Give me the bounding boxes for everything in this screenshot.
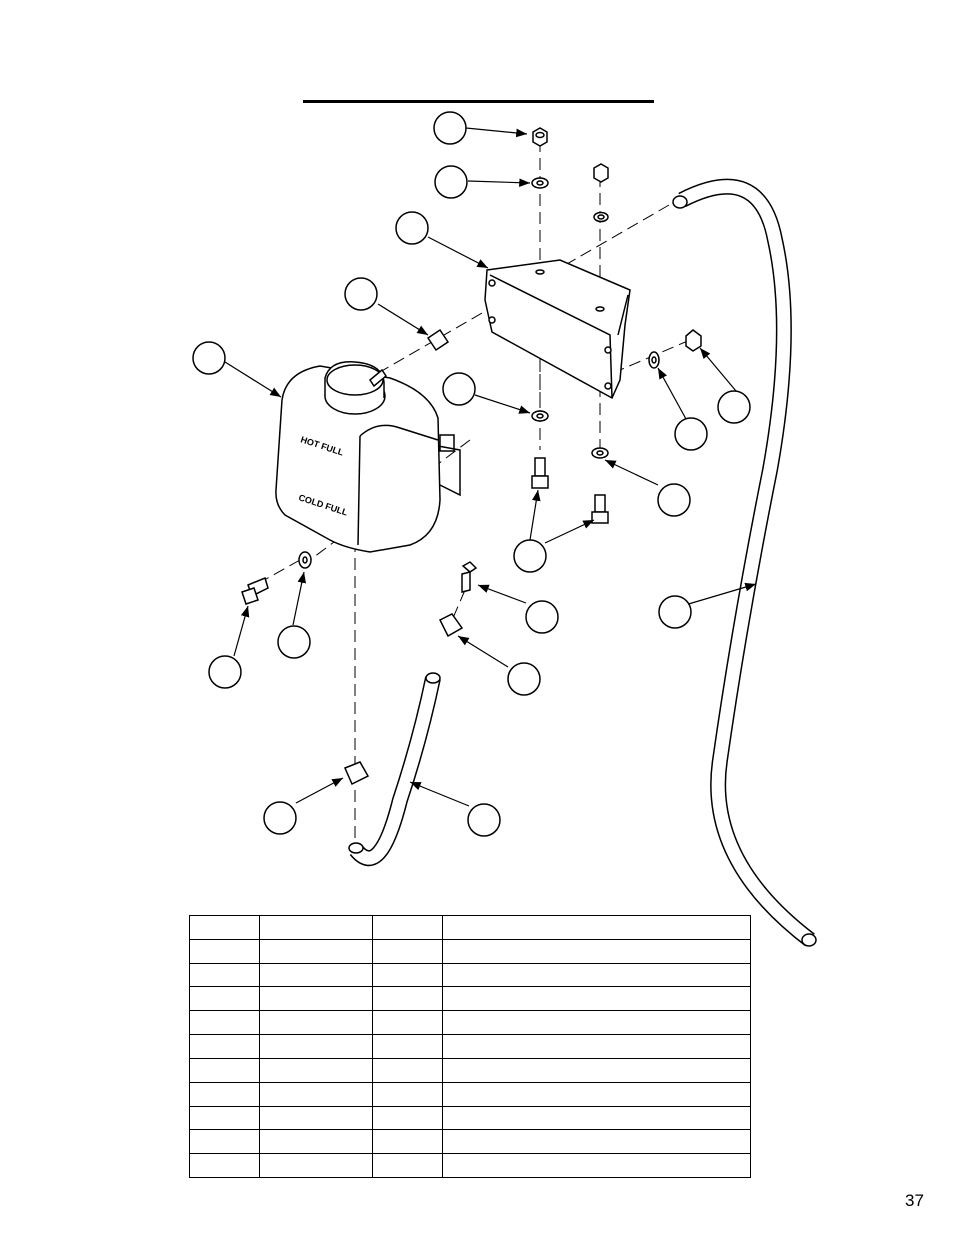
table-cell bbox=[259, 962, 373, 988]
parts-list-table bbox=[189, 915, 751, 1178]
table-cell bbox=[372, 938, 443, 964]
table-cell bbox=[372, 1129, 443, 1155]
callout-balloon bbox=[657, 483, 691, 517]
callout-balloon bbox=[344, 277, 378, 311]
hardware bbox=[241, 127, 702, 786]
callout-balloon bbox=[263, 801, 297, 835]
page-number: 37 bbox=[905, 1191, 924, 1210]
callout-balloon bbox=[277, 625, 311, 659]
table-cell bbox=[372, 1153, 443, 1178]
table-cell bbox=[259, 1105, 373, 1131]
table-cell bbox=[189, 1105, 260, 1131]
table-cell bbox=[442, 1034, 751, 1059]
table-cell bbox=[442, 962, 751, 988]
table-cell bbox=[442, 1010, 751, 1036]
callout-balloon bbox=[513, 539, 547, 573]
table-cell bbox=[189, 915, 260, 940]
callout-balloon bbox=[395, 211, 429, 245]
callout-balloon bbox=[442, 372, 476, 406]
table-row bbox=[189, 938, 751, 964]
table-cell bbox=[189, 1153, 260, 1178]
table-cell bbox=[259, 1010, 373, 1036]
callout-leaders bbox=[224, 127, 757, 807]
table-cell bbox=[442, 1057, 751, 1083]
table-cell bbox=[372, 915, 443, 940]
mounting-bracket bbox=[484, 259, 631, 400]
table-cell bbox=[442, 986, 751, 1012]
table-row bbox=[189, 962, 751, 988]
table-cell bbox=[259, 1081, 373, 1107]
table-row bbox=[189, 1057, 751, 1083]
table-row bbox=[189, 986, 751, 1012]
table-cell bbox=[259, 1057, 373, 1083]
table-cell bbox=[372, 986, 443, 1012]
callout-balloon bbox=[717, 390, 751, 424]
coolant-reservoir-tank: HOT FULL COLD FULL bbox=[275, 361, 461, 553]
table-cell bbox=[442, 1153, 751, 1178]
table-cell bbox=[259, 1129, 373, 1155]
table-cell bbox=[259, 986, 373, 1012]
table-row bbox=[189, 1153, 751, 1178]
table-cell bbox=[372, 962, 443, 988]
table-cell bbox=[189, 1034, 260, 1059]
callout-balloon bbox=[658, 595, 692, 629]
callout-balloon bbox=[525, 600, 559, 634]
callout-balloon bbox=[433, 111, 467, 145]
callout-balloon bbox=[434, 165, 468, 199]
table-cell bbox=[189, 1010, 260, 1036]
callout-balloon bbox=[674, 417, 708, 451]
table-cell bbox=[442, 1081, 751, 1107]
table-cell bbox=[442, 1129, 751, 1155]
callout-balloon bbox=[192, 341, 226, 375]
table-cell bbox=[259, 915, 373, 940]
table-cell bbox=[189, 1057, 260, 1083]
table-cell bbox=[372, 1034, 443, 1059]
table-row bbox=[189, 1010, 751, 1036]
table-cell bbox=[189, 962, 260, 988]
table-cell bbox=[372, 1010, 443, 1036]
callout-balloon bbox=[507, 662, 541, 696]
table-cell bbox=[189, 1081, 260, 1107]
table-cell bbox=[259, 1034, 373, 1059]
callout-balloons bbox=[192, 111, 751, 837]
table-cell bbox=[372, 1057, 443, 1083]
table-cell bbox=[442, 938, 751, 964]
table-row bbox=[189, 1081, 751, 1107]
table-row bbox=[189, 1034, 751, 1059]
table-row bbox=[189, 1129, 751, 1155]
table-cell bbox=[259, 1153, 373, 1178]
table-cell bbox=[442, 1105, 751, 1131]
table-cell bbox=[189, 1129, 260, 1155]
table-cell bbox=[189, 986, 260, 1012]
table-row bbox=[189, 915, 751, 940]
table-cell bbox=[372, 1081, 443, 1107]
table-cell bbox=[189, 938, 260, 964]
title-underline bbox=[303, 100, 654, 103]
callout-balloon bbox=[467, 803, 501, 837]
table-cell bbox=[442, 915, 751, 940]
table-cell bbox=[259, 938, 373, 964]
hoses bbox=[348, 178, 817, 947]
table-row bbox=[189, 1105, 751, 1131]
table-cell bbox=[372, 1105, 443, 1131]
callout-balloon bbox=[208, 655, 242, 689]
